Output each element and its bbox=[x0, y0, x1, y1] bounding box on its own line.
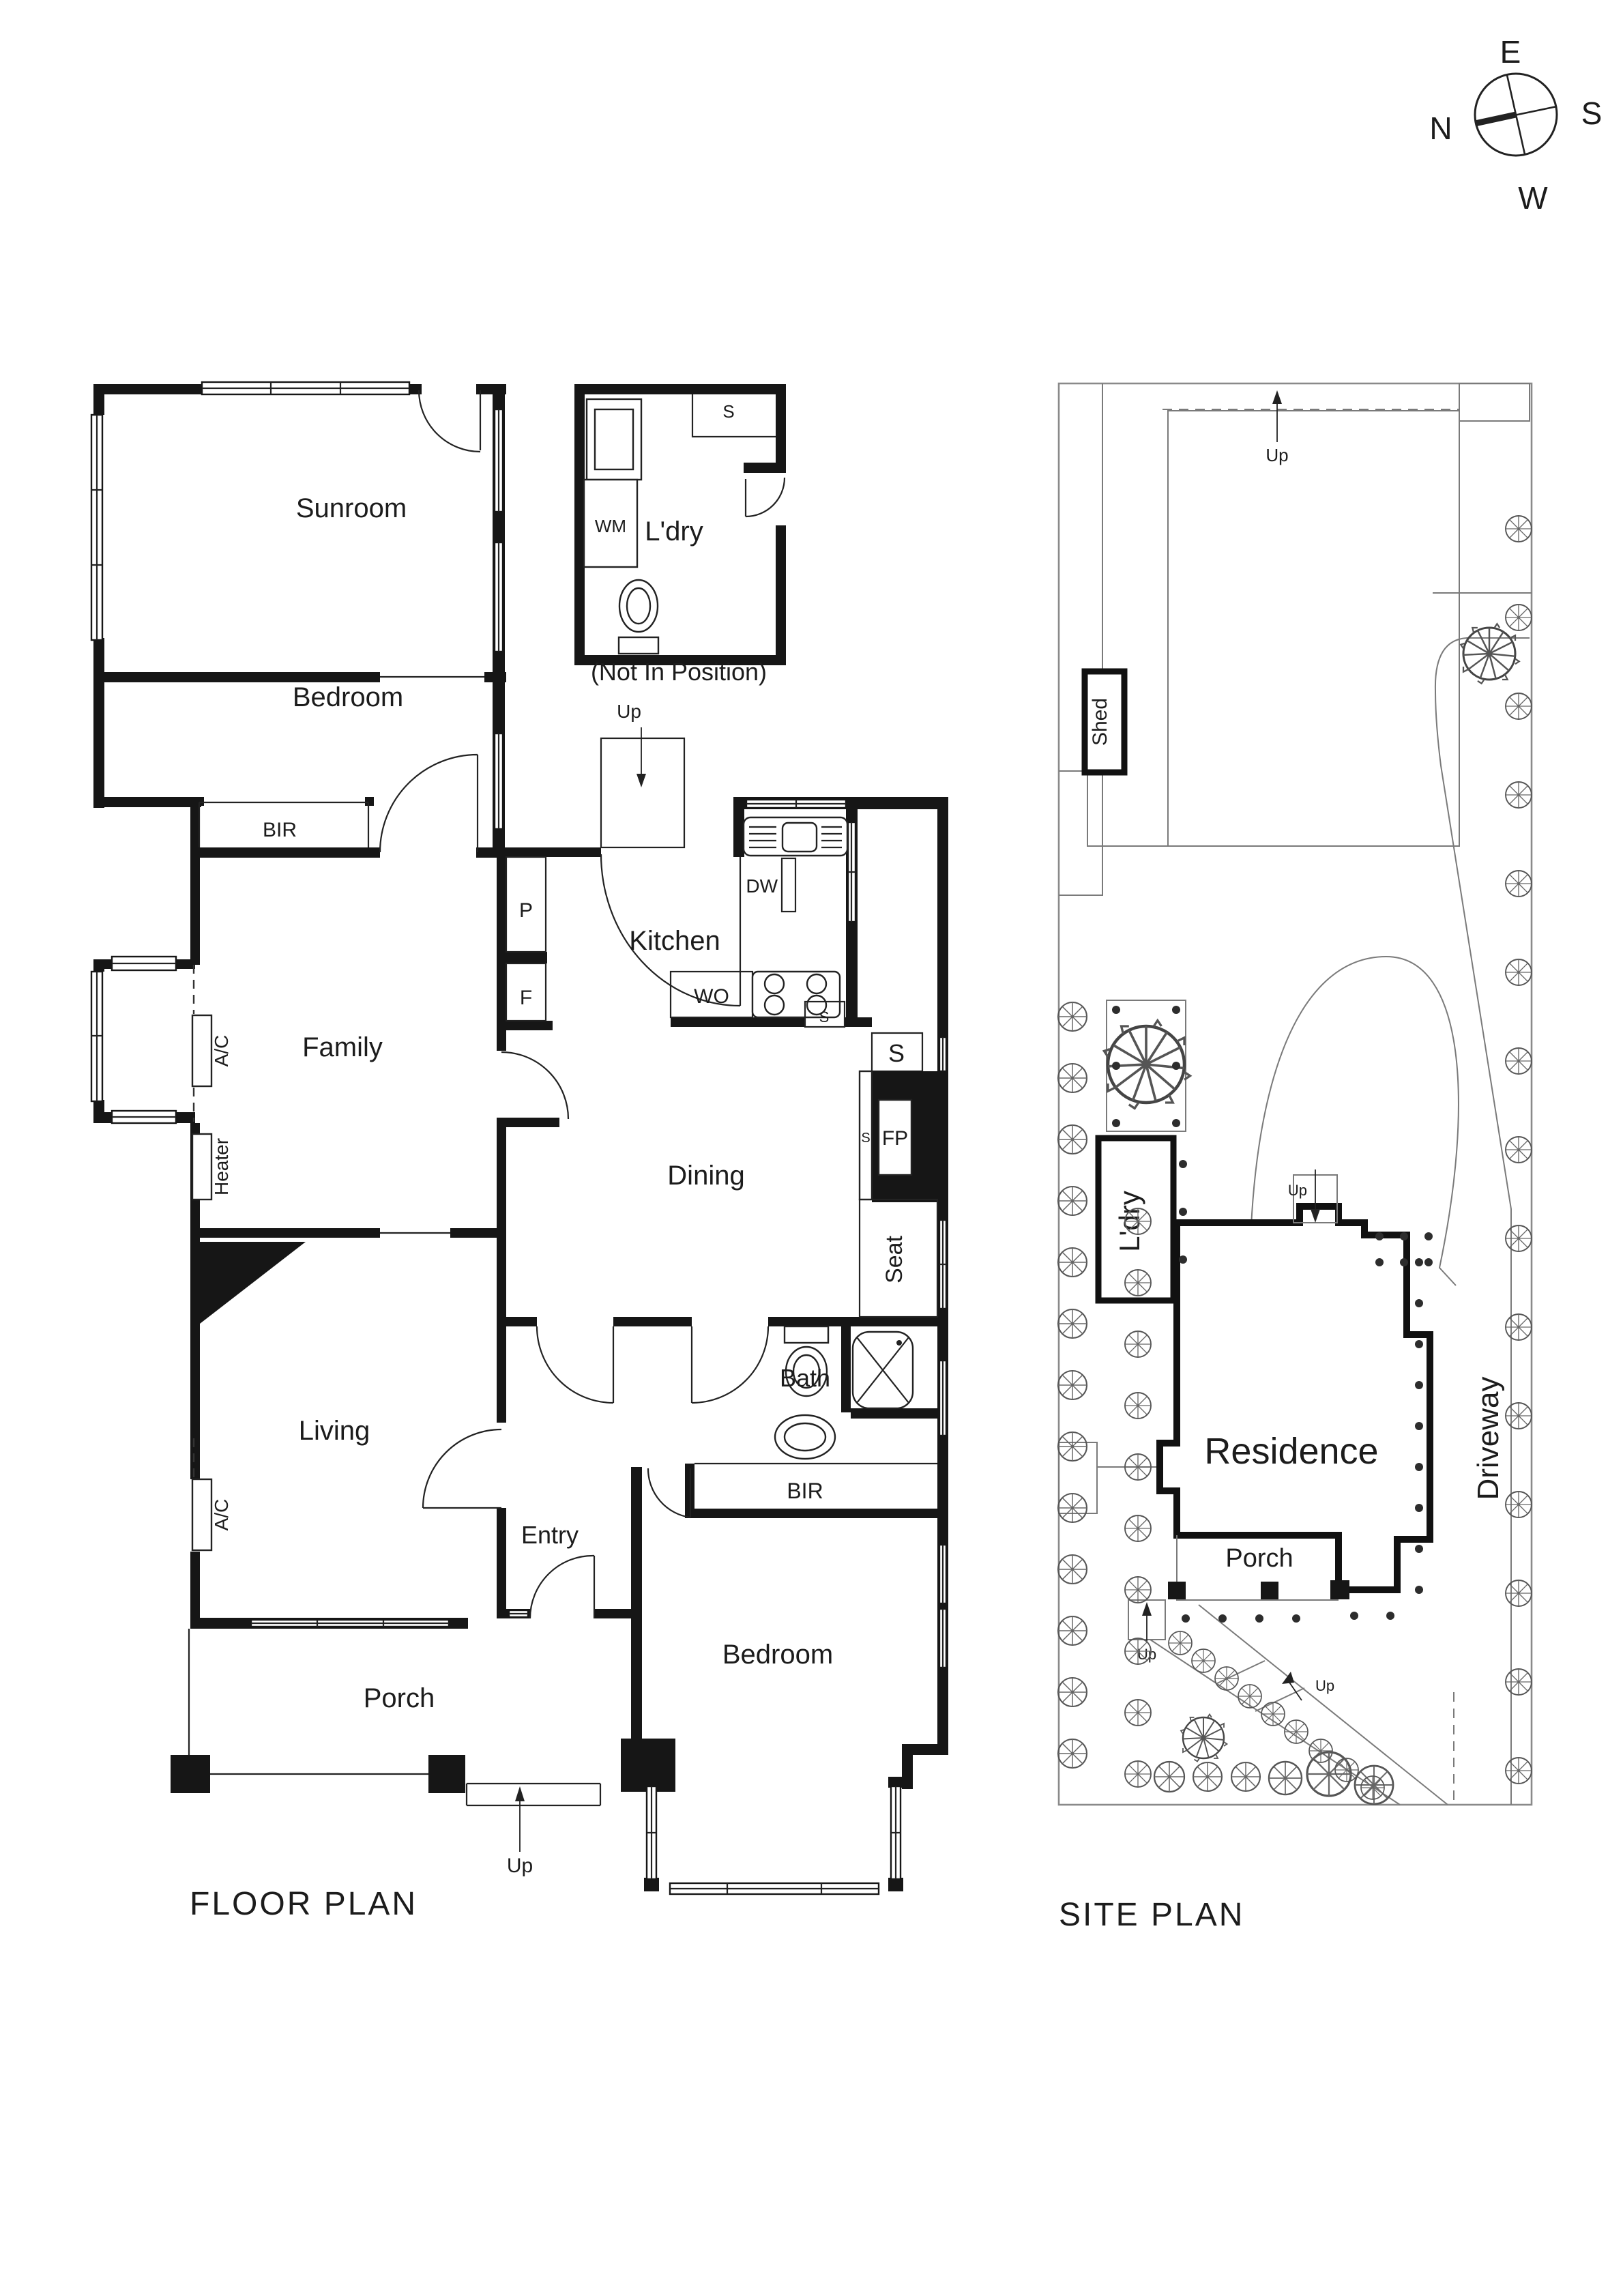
compass-east: E bbox=[1500, 34, 1521, 70]
site-boundary bbox=[1057, 382, 1533, 1806]
label-entry: Entry bbox=[521, 1521, 579, 1549]
label-shed: Shed bbox=[1089, 698, 1111, 746]
compass-north: N bbox=[1429, 111, 1452, 146]
label-residence: Residence bbox=[1204, 1431, 1378, 1472]
site-path: Up bbox=[1150, 1604, 1448, 1805]
site-residence: Residence Porch bbox=[1156, 1203, 1433, 1601]
floor-plan-thin-lines bbox=[188, 675, 937, 1807]
compass-south: S bbox=[1581, 96, 1603, 131]
site-shed: Shed bbox=[1081, 668, 1128, 776]
label-nook-cupboard: S bbox=[888, 1039, 905, 1067]
label-wall-oven: WO bbox=[694, 985, 729, 1008]
floor-plan-title: FLOOR PLAN bbox=[190, 1886, 418, 1922]
site-back-up: Up bbox=[1266, 390, 1289, 465]
rear-stairs bbox=[637, 727, 646, 787]
label-bir-front: BIR bbox=[787, 1479, 823, 1503]
label-heater: Heater bbox=[211, 1138, 232, 1195]
label-porch: Porch bbox=[364, 1683, 435, 1713]
site-vegetation bbox=[1057, 515, 1532, 1805]
compass-west: W bbox=[1518, 180, 1548, 216]
heater-unit bbox=[191, 1133, 213, 1201]
label-driveway: Driveway bbox=[1472, 1377, 1505, 1500]
label-bedroom-front: Bedroom bbox=[722, 1640, 833, 1670]
label-up-back: Up bbox=[1266, 445, 1288, 465]
label-up-path: Up bbox=[1315, 1677, 1334, 1694]
floor-plan-doors bbox=[379, 390, 786, 1619]
bath-toilet bbox=[783, 1325, 830, 1397]
label-seat: Seat bbox=[881, 1235, 907, 1283]
label-bedroom-rear: Bedroom bbox=[293, 682, 403, 712]
chimney-triangle bbox=[200, 1242, 306, 1324]
laundry-toilet bbox=[617, 579, 660, 655]
label-not-in-position: (Not In Position) bbox=[591, 658, 767, 686]
floor-plan-windows bbox=[90, 381, 948, 1895]
ac-unit-living bbox=[191, 1478, 213, 1552]
label-ac-living: A/C bbox=[211, 1499, 232, 1531]
lawn-curve bbox=[1248, 955, 1459, 1303]
label-laundry-sink: S bbox=[722, 401, 734, 422]
window-seat-box bbox=[858, 1198, 939, 1318]
label-bath: Bath bbox=[780, 1364, 830, 1392]
cooktop bbox=[751, 970, 841, 1019]
label-up-rear-door: Up bbox=[1288, 1182, 1307, 1199]
label-site-porch: Porch bbox=[1225, 1544, 1293, 1573]
compass-icon: E S W N bbox=[1429, 34, 1602, 216]
floor-plan: Sunroom Bedroom BIR L'dry WM S (Not In P… bbox=[90, 381, 948, 1922]
label-family: Family bbox=[302, 1032, 383, 1062]
site-front-steps: Up bbox=[1128, 1599, 1166, 1663]
site-plan-title: SITE PLAN bbox=[1059, 1897, 1244, 1933]
label-laundry: L'dry bbox=[645, 517, 703, 547]
label-wm: WM bbox=[595, 516, 626, 536]
label-bench-shelf: S bbox=[819, 1008, 830, 1026]
backyard-paving bbox=[1167, 410, 1460, 847]
bath-basin bbox=[774, 1414, 836, 1460]
label-sunroom: Sunroom bbox=[296, 493, 407, 523]
label-fridge: F bbox=[520, 987, 532, 1009]
fireplace bbox=[858, 1070, 948, 1202]
dishwasher-box bbox=[780, 857, 797, 913]
label-porch-up: Up bbox=[507, 1855, 533, 1877]
site-plan: Shed L'dry Residence Porch Up Up Up bbox=[1057, 382, 1533, 1933]
label-living: Living bbox=[299, 1416, 370, 1446]
bench-shelf-box bbox=[804, 1000, 846, 1028]
label-dishwasher: DW bbox=[746, 875, 778, 897]
label-kitchen: Kitchen bbox=[629, 926, 720, 956]
label-bir-rear: BIR bbox=[263, 819, 297, 841]
label-ac-family: A/C bbox=[211, 1035, 232, 1067]
porch-structure bbox=[171, 1755, 525, 1852]
bath-tub bbox=[851, 1331, 914, 1410]
laundry-outbuilding bbox=[574, 384, 786, 665]
label-dining: Dining bbox=[667, 1161, 744, 1191]
label-fireplace-shelf: S bbox=[861, 1131, 870, 1146]
label-fireplace: FP bbox=[882, 1127, 908, 1150]
kitchen-sink bbox=[742, 816, 849, 857]
washing-machine bbox=[583, 478, 639, 568]
ac-unit-family bbox=[191, 1014, 213, 1088]
site-gate-notch bbox=[1459, 383, 1530, 422]
site-rear-steps: Up bbox=[1288, 1169, 1338, 1223]
label-pantry: P bbox=[519, 899, 533, 922]
label-stairs-up: Up bbox=[617, 701, 641, 722]
driveway-edge bbox=[1434, 637, 1530, 1805]
